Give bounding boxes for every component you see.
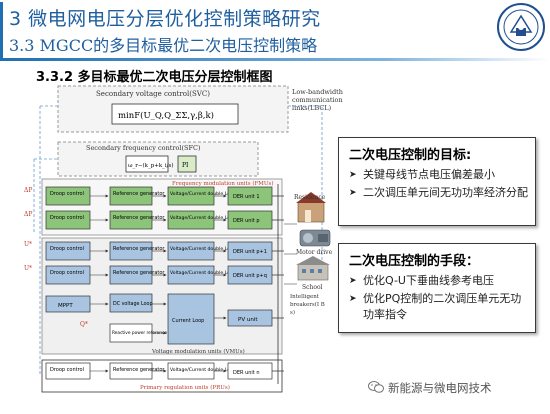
fmu-label: Frequency modulation units (FMUs) bbox=[172, 180, 274, 187]
vcloop-label: Voltage/Current double Loop bbox=[170, 191, 236, 197]
school-icon bbox=[296, 256, 330, 281]
droop-label: Droop control bbox=[50, 191, 84, 197]
sfc-gain-block bbox=[125, 155, 169, 173]
motor-drive-label: Motor drive bbox=[296, 249, 333, 256]
objective-function: minF(U_Q,Q_ΣΣ,γ,β,k) bbox=[118, 110, 214, 121]
reactive-ref-label: Reactive power reference bbox=[112, 330, 167, 336]
mppt-label: MPPT bbox=[58, 303, 73, 309]
header-divider bbox=[0, 58, 550, 61]
residence-label: Residence bbox=[294, 194, 326, 201]
der-1-label: DER unit 1 bbox=[233, 194, 260, 200]
sfc-links bbox=[33, 158, 58, 234]
der-pq-label: DER unit p+q bbox=[233, 273, 267, 279]
droop-label: Droop control bbox=[50, 270, 84, 276]
means-item-text: 优化PQ控制的二次调压单元无功功率指令 bbox=[363, 292, 522, 321]
der-p1-label: DER unit p+1 bbox=[233, 249, 267, 255]
lbcl-label-2: communication bbox=[292, 96, 343, 104]
dc-voltage-loop-block bbox=[109, 293, 153, 313]
objective-block bbox=[111, 103, 239, 125]
slide-subtitle: 3.3 MGCC的多目标最优二次电压控制策略 bbox=[9, 36, 318, 55]
slide-header: 3 微电网电压分层优化控制策略研究 3.3 MGCC的多目标最优二次电压控制策略 bbox=[0, 0, 550, 61]
der-n-label: DER unit n bbox=[233, 370, 260, 376]
goal-title: 二次电压控制的目标: bbox=[349, 148, 472, 163]
goal-item-text: 二次调压单元间无功功率经济分配 bbox=[363, 186, 528, 199]
refgen-label: Reference generator bbox=[113, 191, 165, 197]
means-list: ➤ 优化Q-U下垂曲线参考电压 ➤ 优化PQ控制的二次调压单元无功功率指令 bbox=[339, 273, 535, 323]
delta-p-1: ΔP bbox=[24, 187, 32, 194]
refgen-label: Reference generator bbox=[113, 367, 165, 373]
current-loop-label: Current Loop bbox=[172, 318, 204, 324]
bullet-arrow-icon: ➤ bbox=[349, 294, 357, 304]
means-title: 二次电压控制的手段： bbox=[349, 254, 480, 269]
section-title: 3.3.2 多目标最优二次电压分层控制框图 bbox=[36, 70, 273, 85]
pru-label: Primary regulation units (PRUs) bbox=[140, 384, 230, 391]
goal-list: ➤ 关键母线节点电压偏差最小 ➤ 二次调压单元间无功功率经济分配 bbox=[339, 167, 535, 201]
school-label: School bbox=[302, 284, 323, 291]
pv-unit-label: PV unit bbox=[238, 317, 258, 323]
droop-label: Droop control bbox=[50, 367, 84, 373]
delta-p-2: ΔP bbox=[24, 211, 32, 218]
sfc-title: Secondary frequency control(SFC) bbox=[86, 144, 201, 152]
header-accent-bar bbox=[0, 2, 3, 60]
refgen-label: Reference generator bbox=[113, 246, 165, 252]
list-item: ➤ 关键母线节点电压偏差最小 bbox=[349, 167, 529, 183]
breakers-label-1: Intelligent bbox=[290, 294, 320, 300]
breakers-label-3: s) bbox=[290, 309, 295, 316]
sfc-formula: ω_r−(k_p+k_i/s) bbox=[128, 162, 174, 169]
watermark-text: 新能源与微电网技术 bbox=[388, 381, 492, 395]
list-item: ➤ 优化PQ控制的二次调压单元无功功率指令 bbox=[349, 291, 529, 323]
droop-label: Droop control bbox=[50, 215, 84, 221]
bullet-arrow-icon: ➤ bbox=[349, 276, 357, 286]
dc-loop-label: DC voltage Loop bbox=[113, 301, 153, 307]
current-loop-block bbox=[167, 293, 215, 345]
vcloop-label: Voltage/Current double Loop bbox=[170, 246, 236, 252]
vcloop-label: Voltage/Current double Loop bbox=[170, 367, 236, 373]
u-ref-2: U* bbox=[24, 265, 32, 272]
goal-box: 二次电压控制的目标: ➤ 关键母线节点电压偏差最小 ➤ 二次调压单元间无功功率经济分… bbox=[338, 137, 536, 226]
u-ref-1: U* bbox=[24, 241, 32, 248]
pi-block bbox=[177, 155, 197, 173]
pi-label: PI bbox=[182, 162, 189, 169]
vmu-label: Voltage modulation units (VMUs) bbox=[151, 348, 245, 355]
vcloop-label: Voltage/Current double Loop bbox=[170, 270, 236, 276]
vcloop-label: Voltage/Current double Loop bbox=[170, 215, 236, 221]
lbcl-label-1: Low-bandwidth bbox=[292, 88, 343, 96]
goal-item-text: 关键母线节点电压偏差最小 bbox=[363, 168, 495, 181]
lbcl-label-3: links(LBCL) bbox=[292, 104, 332, 112]
svc-title: Secondary voltage control(SVC) bbox=[96, 90, 210, 98]
microgrid-bus bbox=[272, 184, 284, 384]
bullet-arrow-icon: ➤ bbox=[349, 170, 357, 180]
university-seal-icon bbox=[497, 3, 545, 51]
slide-title: 3 微电网电压分层优化控制策略研究 bbox=[9, 8, 321, 30]
der-p-label: DER unit p bbox=[233, 218, 260, 224]
list-item: ➤ 优化Q-U下垂曲线参考电压 bbox=[349, 273, 529, 289]
means-item-text: 优化Q-U下垂曲线参考电压 bbox=[363, 274, 494, 287]
wechat-icon bbox=[368, 381, 384, 393]
breakers-label-2: breakers(I B bbox=[290, 301, 325, 308]
refgen-label: Reference generator bbox=[113, 270, 165, 276]
signal-arrows bbox=[90, 194, 227, 373]
droop-label: Droop control bbox=[50, 246, 84, 252]
residence-icon bbox=[296, 192, 326, 223]
refgen-label: Reference generator bbox=[113, 215, 165, 221]
motor-drive-icon bbox=[299, 229, 331, 247]
means-box: 二次电压控制的手段： ➤ 优化Q-U下垂曲线参考电压 ➤ 优化PQ控制的二次调压单元… bbox=[338, 243, 536, 333]
list-item: ➤ 二次调压单元间无功功率经济分配 bbox=[349, 185, 529, 201]
control-block-diagram: Secondary voltage control(SVC) minF(U_Q,… bbox=[24, 85, 343, 393]
load-feeders bbox=[284, 223, 297, 285]
q-ref: Q* bbox=[80, 321, 88, 328]
bullet-arrow-icon: ➤ bbox=[349, 188, 357, 198]
